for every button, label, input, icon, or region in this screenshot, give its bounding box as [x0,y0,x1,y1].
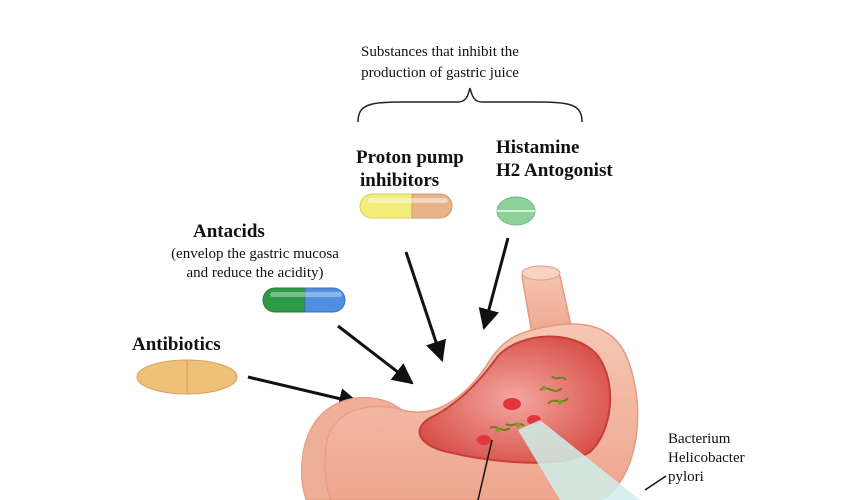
histamine-pill [496,196,536,226]
zoom-beam [518,420,640,500]
pointer-lesion [477,439,493,500]
histamine-label: Histamine H2 Antogonist [496,136,613,182]
arrow-ppi [404,251,446,362]
group-caption-line2: production of gastric juice [361,65,519,81]
antacids-note-line1: (envelop the gastric mucosa [171,246,339,262]
group-caption: Substances that inhibit the production o… [300,42,580,84]
histamine-label-line2: H2 Antogonist [496,160,613,181]
arrow-antacids [337,324,414,385]
proton-pump-label-line1: Proton pump [356,147,464,168]
antibiotics-label: Antibiotics [132,334,221,355]
antacids-label: Antacids [193,221,265,242]
antacids-note-line2: and reduce the acidity) [186,265,324,281]
antibiotics-pill [136,359,238,395]
group-caption-line1: Substances that inhibit the [361,44,519,60]
arrow-antibiotics [247,375,361,409]
bacterium-label-line1: Bacterium [668,431,731,447]
histamine-label-line1: Histamine [496,137,580,158]
proton-pump-label: Proton pump inhibitors [356,146,464,192]
group-brace [357,87,583,123]
bacterium-label-line3: pylori [668,469,704,485]
arrow-h2 [478,237,510,331]
proton-pump-pill [359,193,453,219]
antacids-pill [262,287,346,313]
proton-pump-label-line2: inhibitors [360,170,440,191]
bacterium-label-line2: Helicobacter [668,450,745,466]
antacids-note: (envelop the gastric mucosa and reduce t… [155,245,355,283]
pointer-bacterium [644,475,667,491]
bacterium-label: Bacterium Helicobacter pylori [668,430,745,487]
